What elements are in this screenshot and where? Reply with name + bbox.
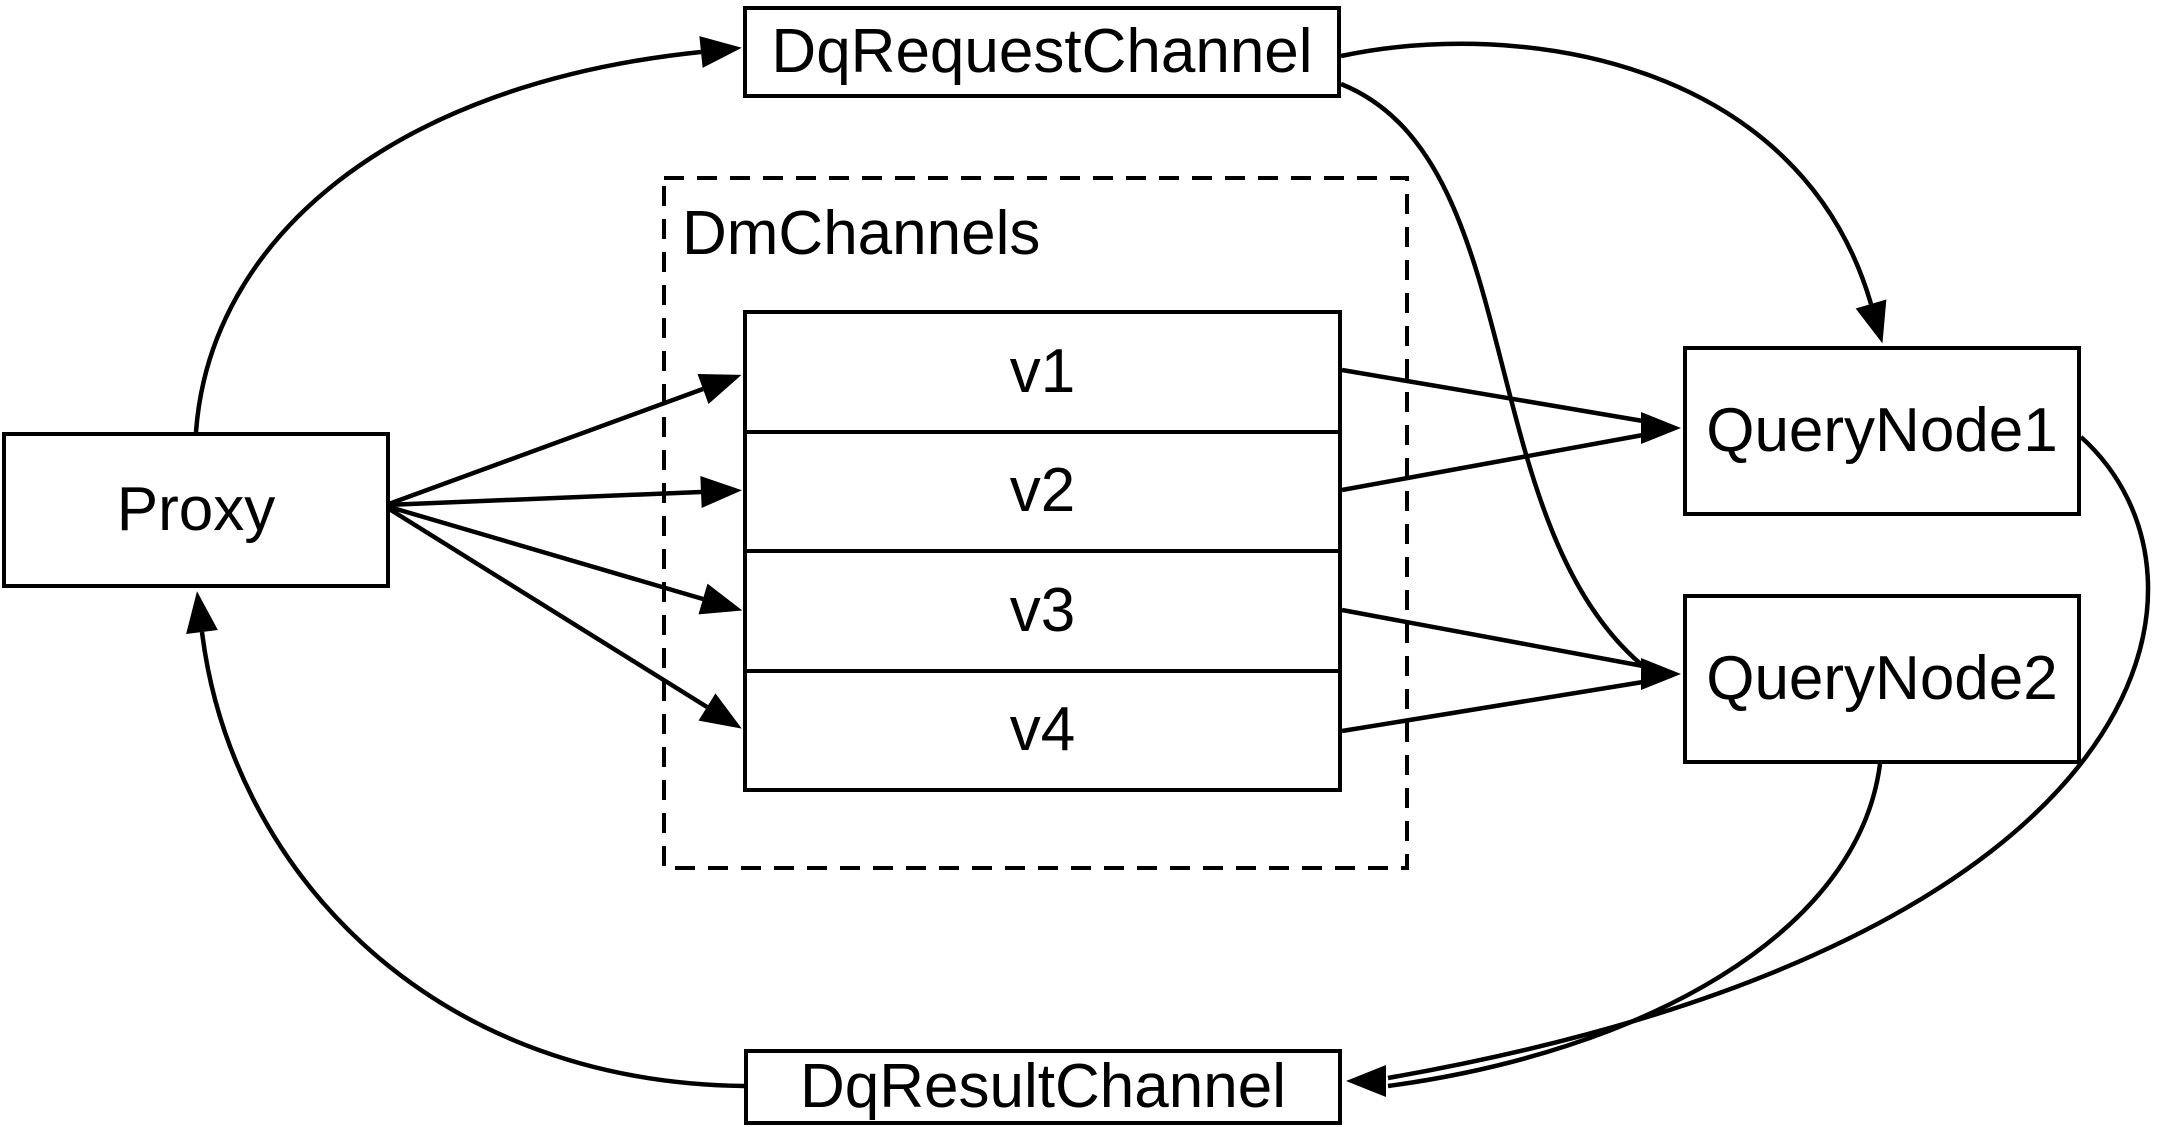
- node-dq-request-channel-label: DqRequestChannel: [771, 17, 1313, 86]
- edge-query-node1-to-dq-result: [1387, 435, 2151, 1081]
- arrowhead-query-node2: [1641, 658, 1681, 690]
- dm-channel-v1: v1: [747, 314, 1338, 430]
- edge-v1-to-query-node1: [1341, 367, 1644, 424]
- dm-channel-v4: v4: [747, 668, 1338, 789]
- dm-channel-v2: v2: [747, 429, 1338, 550]
- edge-v4-to-query-node2: [1341, 679, 1644, 734]
- dm-channel-v3-label: v3: [1009, 575, 1076, 645]
- dm-channel-v3: v3: [747, 549, 1338, 669]
- dm-channel-v4-label: v4: [1009, 695, 1076, 765]
- edge-proxy-to-v4: [384, 505, 742, 729]
- node-query-node1-label: QueryNode1: [1706, 396, 2058, 465]
- edge-dq-request-to-query-node2: [1340, 81, 1645, 668]
- edge-query-node2-to-dq-result: [1387, 763, 1883, 1089]
- dm-channel-v2-label: v2: [1009, 456, 1076, 526]
- node-dq-result-channel-label: DqResultChannel: [800, 1052, 1286, 1121]
- edge-proxy-to-v3: [385, 503, 743, 615]
- arrowhead-dq-result: [1346, 1065, 1386, 1097]
- edge-v3-to-query-node2: [1341, 607, 1644, 669]
- node-dq-result-channel: DqResultChannel: [744, 1049, 1342, 1125]
- node-dq-request-channel: DqRequestChannel: [743, 6, 1341, 98]
- node-query-node2-label: QueryNode2: [1706, 644, 2058, 713]
- edge-dq-request-to-query-node1: [1340, 41, 1887, 344]
- dm-channels-group-label: DmChannels: [682, 199, 1041, 268]
- edge-proxy-to-v1: [385, 373, 742, 508]
- dm-channel-v1-label: v1: [1009, 336, 1076, 406]
- arrowhead-query-node1: [1641, 412, 1681, 444]
- edge-v2-to-query-node1: [1341, 432, 1644, 493]
- node-proxy: Proxy: [2, 432, 390, 588]
- dm-channels-stack: v1 v2 v3 v4: [743, 310, 1342, 792]
- node-query-node2: QueryNode2: [1683, 594, 2081, 764]
- edge-proxy-to-dq-request: [193, 36, 742, 433]
- node-query-node1: QueryNode1: [1683, 346, 2081, 516]
- node-proxy-label: Proxy: [116, 475, 276, 544]
- edge-dq-result-to-proxy: [186, 591, 745, 1089]
- edge-proxy-to-v2: [385, 476, 742, 508]
- dm-channels-group-border: [662, 176, 1409, 870]
